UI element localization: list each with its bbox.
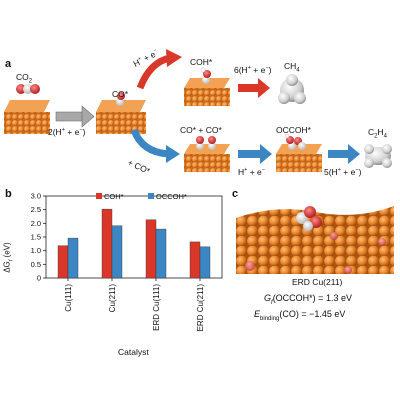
y-tick-label: 1.5: [31, 233, 41, 242]
y-tick-label: 3.0: [31, 192, 41, 201]
y-tick-label: 0.5: [31, 260, 41, 269]
x-tick-label: ERD Cu(211): [196, 284, 205, 332]
copper-slab-3: [184, 67, 230, 106]
x-axis-label: Catalyst: [118, 347, 149, 357]
panel-letter-a: a: [5, 58, 12, 70]
co-star-label: CO*: [112, 89, 129, 99]
ch4-label: CH4: [284, 61, 300, 74]
co-co-star-label: CO* + CO*: [180, 125, 222, 135]
red-straight-arrow: [238, 78, 270, 98]
blue-curved-arrow: [130, 128, 180, 163]
erd-surface-render: [236, 196, 394, 274]
coh-star-label: COH*: [190, 57, 213, 67]
co2-molecule: [16, 84, 40, 94]
lower-step3-label: 5(H+ + e−): [324, 167, 362, 177]
copper-slab-2: [96, 92, 146, 134]
gf-occoh-line: Gf(OCCOH*) = 1.3 eV: [264, 293, 352, 306]
occoh-star-label: OCCOH*: [276, 125, 311, 135]
c2h4-label: C2H4: [368, 127, 387, 140]
x-tick-label: ERD Cu(111): [152, 284, 161, 331]
surface-label: ERD Cu(211): [292, 277, 343, 287]
chart-bars: [57, 208, 211, 279]
y-tick-label: 1.0: [31, 246, 41, 255]
panel-a-scheme: [4, 49, 392, 172]
bar-occoh-1: [111, 225, 123, 279]
chart-axes: 0 0.5 1.0 1.5 2.0 2.5 3.0Cu(111) Cu(211) ERD Cu(…: [31, 192, 223, 332]
legend-swatch-0: [96, 193, 102, 199]
panel-letter-b: b: [5, 188, 12, 200]
chart-legend: COH* OCCOH*: [96, 192, 187, 201]
lower-step2-label: H+ + e−: [238, 167, 266, 177]
y-tick-label: 0: [37, 274, 41, 283]
bar-coh-2: [145, 219, 157, 279]
copper-slab-5: [276, 133, 322, 172]
co2-label: CO2: [16, 72, 33, 85]
red-curved-arrow: [136, 49, 182, 90]
panel-letter-c: c: [232, 188, 239, 200]
copper-slab-4: [184, 136, 230, 172]
x-tick-label: Cu(211): [108, 284, 117, 313]
step1-label: 2(H+ + e−): [48, 127, 86, 137]
bar-coh-3: [189, 241, 201, 279]
y-axis-label: ΔGf (eV): [2, 242, 15, 273]
ch4-molecule: [278, 74, 306, 104]
grey-arrow: [55, 105, 95, 128]
bar-occoh-2: [155, 228, 167, 279]
upper-step2-label: 6(H+ + e−): [234, 65, 272, 75]
y-tick-label: 2.0: [31, 219, 41, 228]
bar-chart: 0 0.5 1.0 1.5 2.0 2.5 3.0Cu(111) Cu(211) ERD Cu(…: [31, 192, 223, 332]
blue-straight-arrow-1: [238, 144, 272, 164]
bar-coh-1: [101, 208, 113, 279]
blue-straight-arrow-2: [328, 144, 360, 164]
bar-occoh-0: [67, 237, 79, 279]
legend-swatch-1: [148, 193, 154, 199]
legend-label-0: COH*: [104, 192, 124, 201]
bar-occoh-3: [199, 246, 211, 279]
binding-co-line: Ebinding(CO) = −1.45 eV: [254, 309, 346, 322]
legend-label-1: OCCOH*: [156, 192, 187, 201]
y-tick-label: 2.5: [31, 205, 41, 214]
bar-coh-0: [57, 245, 69, 279]
x-tick-label: Cu(111): [64, 284, 73, 312]
copper-slab-1: [4, 100, 50, 134]
c2h4-molecule: [364, 144, 392, 168]
